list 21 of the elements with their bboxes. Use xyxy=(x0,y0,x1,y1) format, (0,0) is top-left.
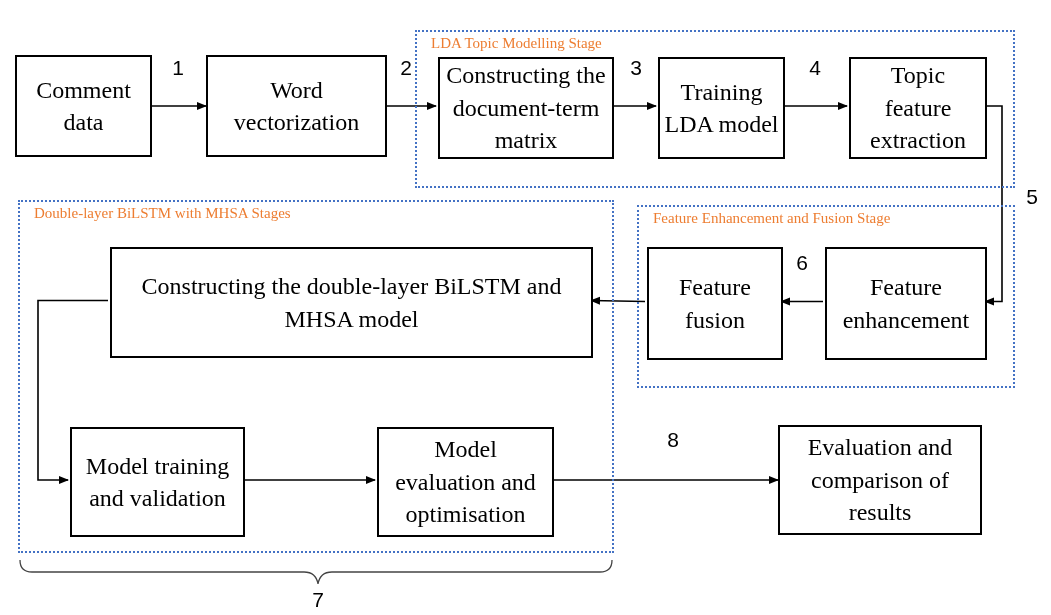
process-box: Feature fusion xyxy=(647,247,783,360)
stage-group xyxy=(18,200,614,553)
stage-title: Feature Enhancement and Fusion Stage xyxy=(653,211,891,226)
stage-group xyxy=(637,205,1015,388)
process-box: Comment data xyxy=(15,55,152,157)
process-box: Training LDA model xyxy=(658,57,785,159)
arrow xyxy=(37,299,109,484)
process-box: Model training and validation xyxy=(70,427,245,537)
process-box: Feature enhancement xyxy=(825,247,987,360)
stage-title: LDA Topic Modelling Stage xyxy=(431,36,602,51)
process-box: Topic feature extraction xyxy=(849,57,987,159)
process-box: Constructing the double-layer BiLSTM and MHSA model xyxy=(110,247,593,358)
process-box: Evaluation and comparison of results xyxy=(778,425,982,535)
stage-title: Double-layer BiLSTM with MHSA Stages xyxy=(34,206,291,221)
process-box: Constructing the document-term matrix xyxy=(438,57,614,159)
arrow xyxy=(386,102,437,110)
process-box: Model evaluation and optimisation xyxy=(377,427,554,537)
arrow xyxy=(151,102,207,110)
brace-label: 7 xyxy=(312,587,324,614)
process-box: Word vectorization xyxy=(206,55,387,157)
stage-group xyxy=(415,30,1015,188)
